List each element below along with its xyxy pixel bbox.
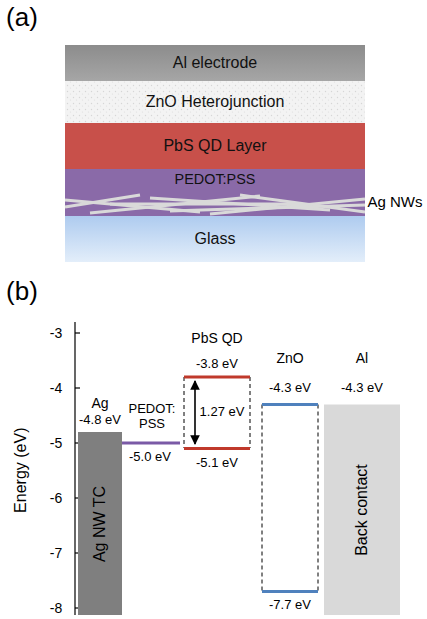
energy-label: PbS QD [187,330,247,346]
layer-box: Glass [65,216,365,262]
zno-cb [262,403,318,406]
layer-box: PbS QD Layer [65,123,365,169]
layer-box: ZnO Heterojunction [65,81,365,123]
energy-label: -5.1 eV [196,456,238,471]
energy-label: PEDOT: PSS [124,402,180,432]
energy-label: -4.3 eV [341,381,383,396]
glass-layer [65,216,365,262]
layer-label: Ag NW TC [91,485,109,561]
al-layer [65,45,365,81]
zno-dash [318,405,319,592]
gap-arrow [194,381,196,444]
layer-label: ZnO Heterojunction [146,93,285,111]
pbs-dash [184,377,185,448]
layer-box: Al electrode [65,45,365,81]
tick-label: -6 [50,490,62,506]
zno-dash [262,405,263,592]
zno-layer [65,81,365,123]
ag-contact [78,432,122,615]
back-contact [324,405,400,616]
nanowires [65,195,365,214]
layer-box: PEDOT:PSS [65,169,365,189]
axis-title: Energy (eV) [13,427,31,512]
energy-label: Al [356,350,368,366]
layer-label: Back contact [353,464,371,556]
energy-label: (b) [6,277,38,307]
energy-label: -7.7 eV [269,598,311,613]
tick-label: -8 [50,600,62,616]
layer-label: Al electrode [173,54,258,72]
energy-label: -4.8 eV [79,413,121,428]
energy-label: Ag [91,395,108,411]
layer-label: PEDOT:PSS [175,171,256,187]
contact-box: Ag NW TC [78,432,122,615]
pedot-layer [65,169,365,216]
energy-label: 1.27 eV [200,405,245,420]
tick-label: -7 [50,545,62,561]
pedot-level [122,442,180,445]
energy-label: -5.0 eV [129,450,171,465]
energy-label: -4.3 eV [269,381,311,396]
tick-label: -4 [50,380,62,396]
pbs-dash [250,377,251,448]
energy-label: (a) [6,3,38,33]
layer-label: Glass [195,230,236,248]
energy-label: Ag NWs [367,193,422,210]
tick-label: -3 [50,325,62,341]
zno-vb [262,590,318,593]
pbs-layer [65,123,365,169]
energy-label: -3.8 eV [196,357,238,372]
pbs-vb [184,447,250,450]
energy-label: ZnO [276,350,303,366]
contact-box: Back contact [324,405,400,616]
tick-label: -5 [50,435,62,451]
layer-label: PbS QD Layer [163,137,266,155]
pbs-cb [184,376,250,379]
